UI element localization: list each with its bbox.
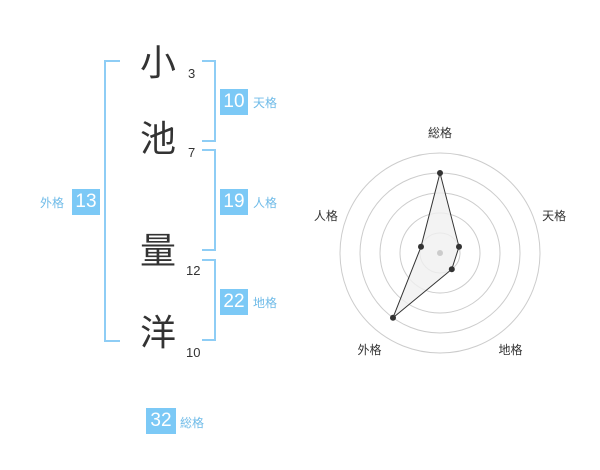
name-char-1: 小	[140, 43, 177, 84]
chikaku-bracket	[202, 259, 216, 341]
name-char-3: 量	[140, 231, 177, 272]
tenkaku-badge: 10	[220, 89, 248, 115]
radar-point-2	[456, 243, 462, 250]
jinkaku-badge: 19	[220, 189, 248, 215]
stroke-count-3: 12	[186, 263, 201, 278]
stroke-count-1: 3	[188, 66, 196, 81]
jinkaku-label: 人格	[253, 196, 278, 210]
stroke-count-2: 7	[188, 145, 196, 160]
soukaku-label: 総格	[180, 416, 205, 430]
radar-ring-5	[339, 152, 541, 354]
radar-point-5	[418, 243, 424, 250]
radar-axis-label-4: 外格	[357, 342, 381, 357]
gaikaku-label: 外格	[40, 196, 65, 210]
name-char-4: 洋	[140, 313, 177, 354]
gaikaku-badge: 13	[72, 189, 100, 215]
chikaku-badge: 22	[220, 289, 248, 315]
jinkaku-bracket	[202, 149, 216, 251]
radar-point-4	[390, 314, 396, 321]
gaikaku-bracket	[104, 60, 120, 342]
tenkaku-label: 天格	[253, 96, 278, 110]
stroke-count-4: 10	[186, 345, 201, 360]
radar-axis-label-3: 地格	[498, 342, 522, 357]
tenkaku-bracket	[202, 60, 216, 142]
radar-data-polygon	[392, 172, 460, 319]
radar-axis-label-5: 人格	[314, 208, 338, 223]
radar-point-3	[448, 266, 455, 273]
name-char-2: 池	[140, 119, 177, 160]
radar-axis-label-2: 天格	[542, 208, 566, 223]
chikaku-label: 地格	[253, 296, 278, 310]
radar-axis-label-1: 総格	[428, 125, 452, 140]
soukaku-badge: 32	[146, 408, 176, 434]
radar-center-point	[437, 250, 443, 256]
radar-point-1	[437, 170, 443, 176]
